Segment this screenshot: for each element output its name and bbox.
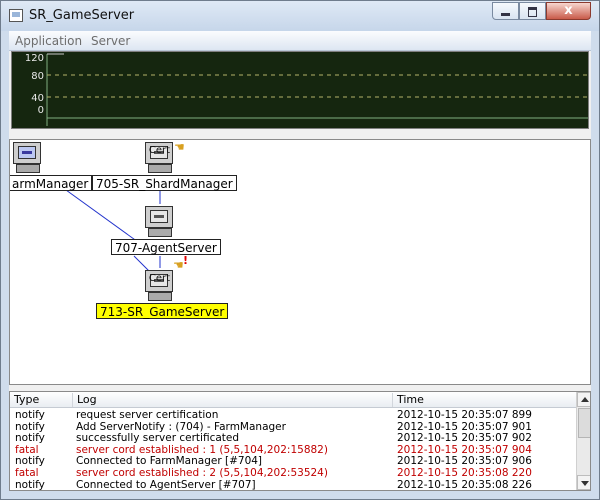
y-tick-label-0: 0	[38, 105, 44, 116]
computer-icon[interactable]	[13, 142, 43, 174]
log-row[interactable]: fatal server cord established : 2 (5,5,10…	[10, 467, 576, 479]
scroll-thumb[interactable]	[578, 408, 590, 438]
menu-bar: Application Server	[9, 31, 591, 51]
log-row[interactable]: notify successfully server certificated 20…	[10, 432, 576, 444]
log-row[interactable]: notify request server certification 2012-1…	[10, 409, 576, 421]
log-cell-message: Add ServerNotify : (704) - FarmManager	[76, 420, 286, 433]
maximize-button[interactable]	[519, 2, 546, 20]
y-tick-label-80: 80	[31, 71, 44, 82]
window-title: SR_GameServer	[29, 8, 135, 23]
scroll-up-icon[interactable]	[577, 392, 590, 407]
log-cell-type: notify	[15, 409, 45, 421]
log-cell-type: notify	[15, 455, 45, 468]
log-cell-message: request server certification	[76, 409, 219, 421]
cert-computer-icon[interactable]: Cert	[145, 270, 175, 302]
log-row[interactable]: fatal server cord established : 3 (5,5,10…	[10, 490, 576, 491]
log-cell-type: fatal	[15, 443, 39, 456]
log-cell-message: server cord established : 3 (5,5,104,202…	[76, 490, 328, 491]
hand-icon: ☚	[174, 140, 185, 154]
cert-label: Cert	[148, 145, 171, 156]
log-cell-type: notify	[15, 432, 45, 445]
monitor-chart-svg: 120 80 40 0	[25, 53, 588, 126]
log-cell-message: Connected to FarmManager [#704]	[76, 455, 263, 468]
node-label-gameserver[interactable]: 713-SR_GameServer	[96, 303, 229, 319]
app-icon	[9, 9, 23, 22]
log-cell-type: notify	[15, 420, 45, 433]
column-header-time[interactable]: Time	[392, 393, 424, 407]
node-label-agentserver[interactable]: 707-AgentServer	[111, 239, 221, 255]
client-area: Application Server 120 80 40 0	[9, 31, 591, 491]
log-scrollbar[interactable]	[576, 392, 590, 490]
monitor-chart: 120 80 40 0	[11, 51, 589, 129]
log-cell-time: 2012-10-15 20:35:09 858	[397, 490, 532, 491]
log-cell-type: notify	[15, 478, 45, 491]
link-agent-game-2	[133, 255, 151, 273]
cert-computer-icon[interactable]: Cert	[145, 142, 175, 174]
log-cell-type: fatal	[15, 467, 39, 479]
log-cell-message: Connected to AgentServer [#707]	[76, 478, 256, 491]
log-cell-time: 2012-10-15 20:35:08 220	[397, 467, 532, 479]
log-row[interactable]: notify Connected to AgentServer [#707] 201…	[10, 478, 576, 491]
log-row[interactable]: fatal server cord established : 1 (5,5,10…	[10, 444, 576, 456]
alert-icon: !	[183, 254, 189, 267]
node-label-shardmanager[interactable]: 705-SR_ShardManager	[92, 175, 237, 191]
log-header: Type Log Time	[10, 392, 576, 408]
log-cell-type: fatal	[15, 490, 39, 491]
close-icon: x	[564, 3, 573, 18]
close-button[interactable]: x	[546, 2, 591, 20]
menu-application[interactable]: Application	[15, 34, 83, 48]
log-cell-time: 2012-10-15 20:35:07 904	[397, 443, 532, 456]
computer-icon[interactable]	[145, 206, 175, 238]
node-label-farmmanager[interactable]: armManager	[10, 175, 93, 191]
link-farm-agent	[65, 189, 139, 243]
log-row[interactable]: notify Add ServerNotify : (704) - FarmMan…	[10, 421, 576, 433]
scroll-down-icon[interactable]	[577, 475, 590, 490]
cert-label: Cert	[148, 273, 171, 284]
topology-links	[65, 189, 161, 273]
log-cell-time: 2012-10-15 20:35:08 226	[397, 478, 532, 491]
log-cell-message: server cord established : 2 (5,5,104,202…	[76, 467, 328, 479]
server-topology-view[interactable]: armManager Cert ☚ 705-SR_ShardManager 70…	[9, 139, 591, 385]
log-cell-message: server cord established : 1 (5,5,104,202…	[76, 443, 328, 456]
menu-server[interactable]: Server	[91, 34, 131, 48]
column-header-type[interactable]: Type	[14, 393, 40, 406]
log-cell-message: successfully server certificated	[76, 432, 240, 445]
log-cell-time: 2012-10-15 20:35:07 902	[397, 432, 532, 445]
log-row[interactable]: notify Connected to FarmManager [#704] 201…	[10, 455, 576, 467]
column-header-log[interactable]: Log	[72, 393, 97, 407]
title-bar[interactable]: SR_GameServer x	[1, 1, 599, 31]
y-tick-label-120: 120	[25, 53, 44, 64]
log-cell-time: 2012-10-15 20:35:07 906	[397, 455, 532, 468]
hand-icon: ☚	[173, 258, 184, 272]
minimize-button[interactable]	[492, 2, 519, 20]
log-cell-time: 2012-10-15 20:35:07 901	[397, 420, 532, 433]
y-tick-label-40: 40	[31, 93, 44, 104]
log-cell-time: 2012-10-15 20:35:07 899	[397, 409, 532, 421]
log-list[interactable]: Type Log Time notify request server certi…	[9, 391, 591, 491]
